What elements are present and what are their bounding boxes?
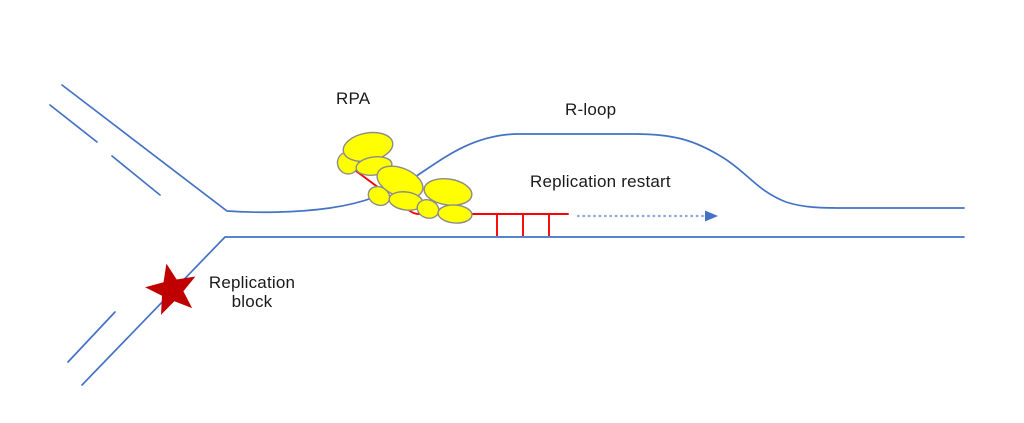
replication-restart-arrow [577,210,718,222]
bottom-parental-strand [81,236,965,386]
replication-block-star-icon [145,263,196,315]
replication-block-label: Replication block [196,273,308,311]
rpa-subunit [423,178,473,206]
top-parental-strand [61,84,965,214]
rpa-label: RPA [336,89,371,108]
replication-block-label-line1: Replication [208,273,296,292]
replication-restart-label: Replication restart [530,172,671,191]
rpa-subunit [437,204,473,224]
bottom-nascent-strand-segment [67,311,116,363]
rpa-complex [336,131,473,224]
r-loop-label: R-loop [565,100,617,119]
replication-fork [49,84,965,386]
dashed-arrow-right-icon [705,210,718,222]
replication-block-label-line2: block [231,292,273,311]
top-nascent-strand-segment-1 [49,104,98,143]
top-nascent-strand-segment-2 [111,155,161,196]
